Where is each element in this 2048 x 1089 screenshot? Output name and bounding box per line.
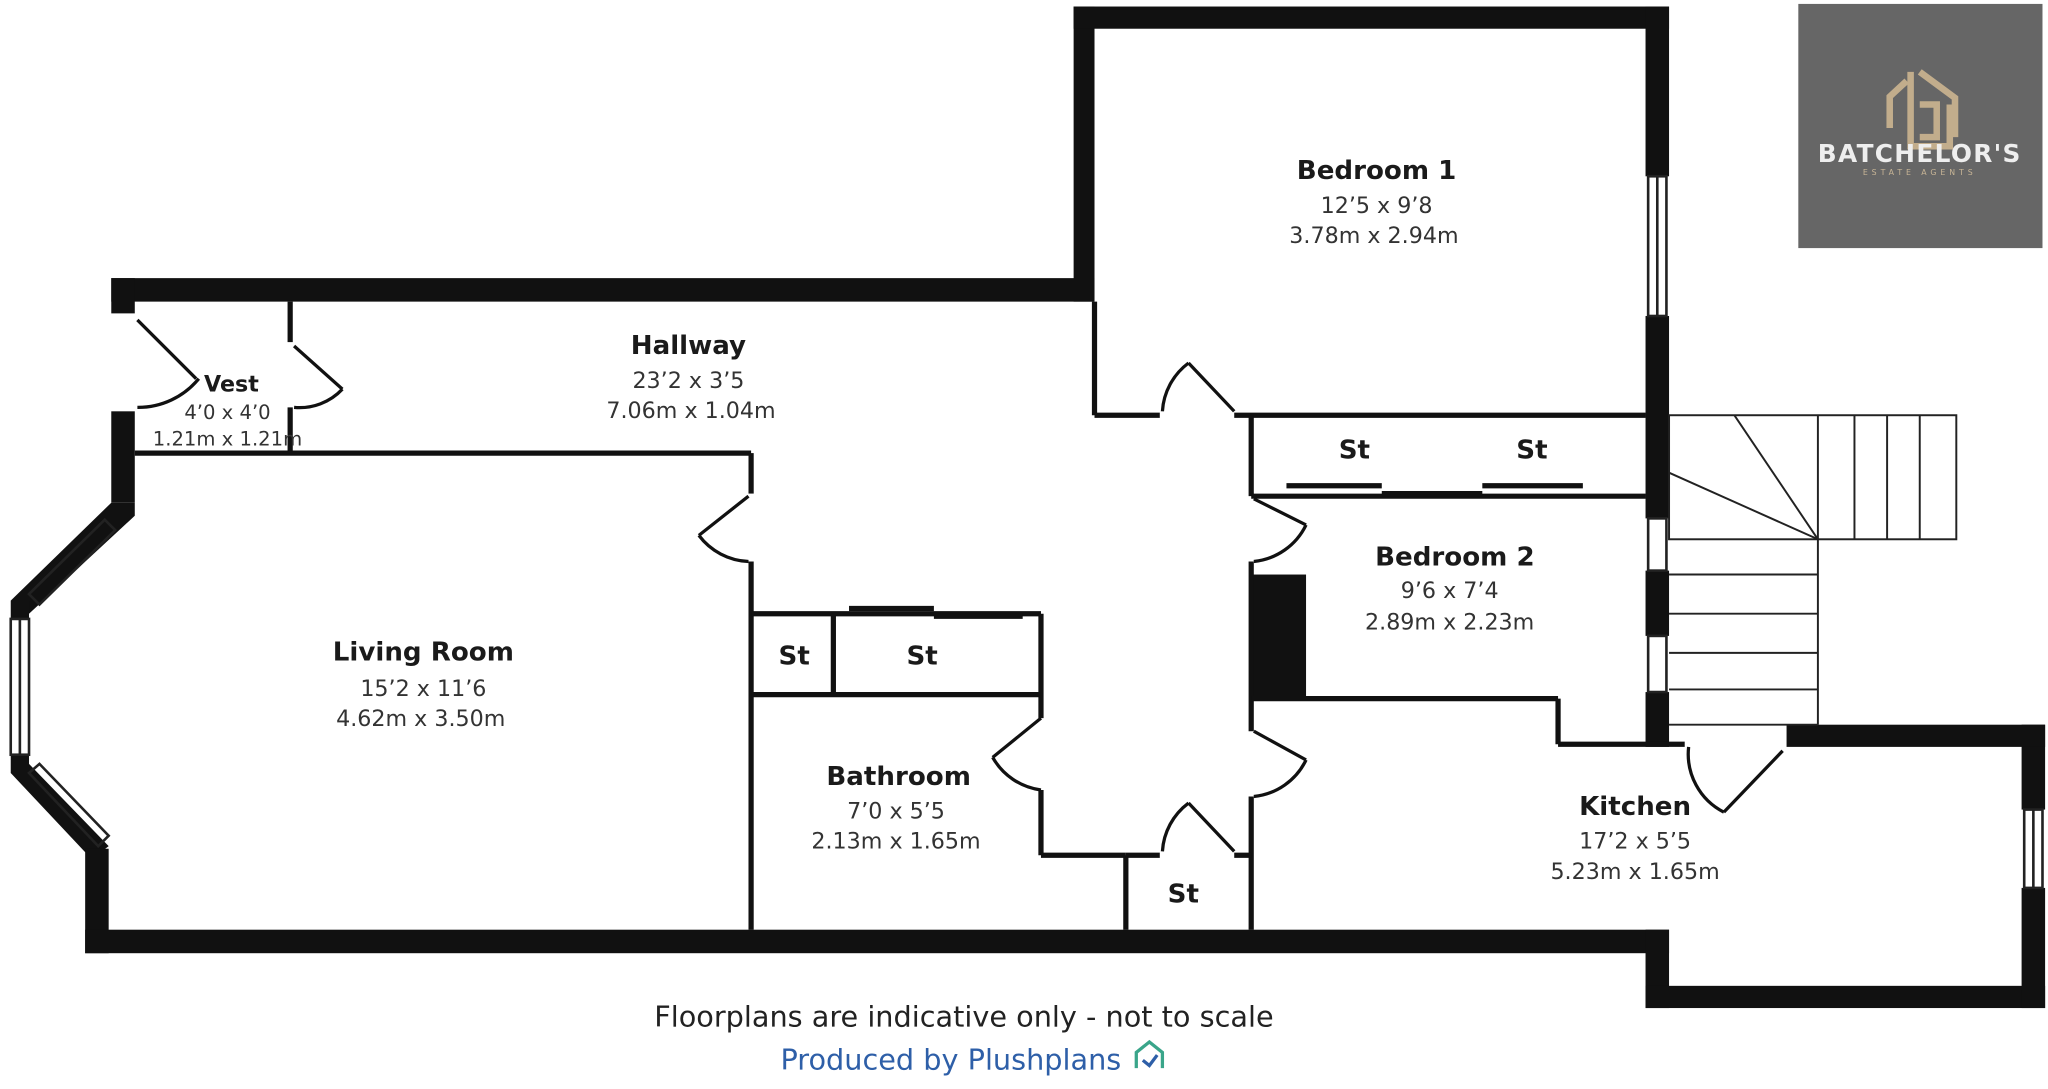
windows [9,174,2044,890]
storage-label: St [1516,435,1547,465]
svg-text:ESTATE AGENTS: ESTATE AGENTS [1863,168,1977,177]
storage-label: St [1339,435,1370,465]
interior-walls [134,301,1685,930]
storage-labels: St St St St St [779,435,1548,909]
svg-text:7.06m x 1.04m: 7.06m x 1.04m [606,398,775,424]
walls [10,6,2046,1009]
svg-text:23’2 x 3’5: 23’2 x 3’5 [632,368,744,394]
svg-text:BATCHELOR'S: BATCHELOR'S [1818,139,2022,168]
svg-text:Bedroom 2: Bedroom 2 [1375,542,1535,572]
room-bedroom-1: Bedroom 1 12’5 x 9’8 3.78m x 2.94m [1289,156,1458,249]
svg-text:Vest: Vest [204,372,259,398]
storage-label: St [779,642,810,672]
svg-text:Kitchen: Kitchen [1579,792,1691,822]
svg-text:12’5 x 9’8: 12’5 x 9’8 [1321,193,1433,219]
plushplans-icon [1134,1039,1165,1069]
house-logo-icon [1886,69,1959,150]
svg-text:Hallway: Hallway [631,331,746,361]
stairs [1668,414,1958,726]
svg-text:Living Room: Living Room [333,638,514,668]
svg-text:7’0 x 5’5: 7’0 x 5’5 [847,799,945,825]
svg-text:2.89m x 2.23m: 2.89m x 2.23m [1365,609,1534,635]
svg-text:17’2 x 5’5: 17’2 x 5’5 [1579,829,1691,855]
storage-label: St [1168,879,1199,909]
room-living-room: Living Room 15’2 x 11’6 4.62m x 3.50m [333,638,514,732]
svg-text:2.13m x 1.65m: 2.13m x 1.65m [811,829,980,855]
producer-text: Produced by Plushplans [780,1042,1121,1076]
svg-text:4’0 x 4’0: 4’0 x 4’0 [184,401,270,424]
svg-text:5.23m x 1.65m: 5.23m x 1.65m [1550,859,1719,885]
storage-label: St [907,642,938,672]
svg-text:4.62m x 3.50m: 4.62m x 3.50m [336,706,505,732]
svg-text:Bedroom 1: Bedroom 1 [1297,156,1457,186]
svg-text:3.78m x 2.94m: 3.78m x 2.94m [1289,223,1458,249]
footer: Floorplans are indicative only - not to … [654,999,1273,1076]
disclaimer-text: Floorplans are indicative only - not to … [654,999,1273,1033]
svg-text:Bathroom: Bathroom [826,762,971,792]
room-vest: Vest 4’0 x 4’0 1.21m x 1.21m [153,372,302,451]
room-bathroom: Bathroom 7’0 x 5’5 2.13m x 1.65m [811,762,980,855]
room-bedroom-2: Bedroom 2 9’6 x 7’4 2.89m x 2.23m [1365,542,1535,635]
room-hallway: Hallway 23’2 x 3’5 7.06m x 1.04m [606,331,775,424]
svg-text:1.21m x 1.21m: 1.21m x 1.21m [153,427,302,450]
doors [136,318,1784,853]
svg-text:15’2 x 11’6: 15’2 x 11’6 [360,676,486,702]
room-kitchen: Kitchen 17’2 x 5’5 5.23m x 1.65m [1550,792,1719,885]
svg-text:9’6 x 7’4: 9’6 x 7’4 [1401,578,1499,604]
brand-logo: BATCHELOR'S ESTATE AGENTS [1798,3,2043,249]
